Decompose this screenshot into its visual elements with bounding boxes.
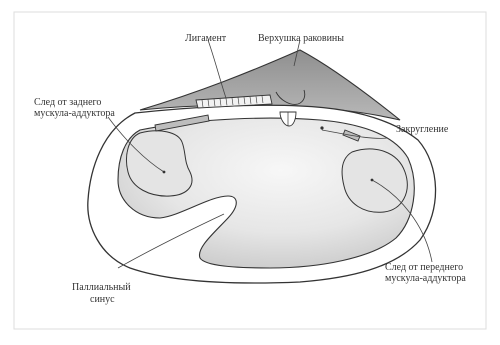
label-anterior-scar-1: След от переднего [385,262,463,273]
label-posterior-scar-1: След от заднего [34,97,101,108]
lunule-dot [320,126,323,129]
label-ligament: Лигамент [185,33,227,44]
label-hinge: Закругление [396,124,449,135]
label-anterior-scar-2: мускула-аддуктора [385,273,466,284]
label-posterior-scar-2: мускула-аддуктора [34,108,115,119]
label-pallial-sinus-2: синус [90,294,115,305]
label-pallial-sinus-1: Паллиальный [72,282,131,293]
label-umbo: Верхушка раковины [258,33,344,44]
